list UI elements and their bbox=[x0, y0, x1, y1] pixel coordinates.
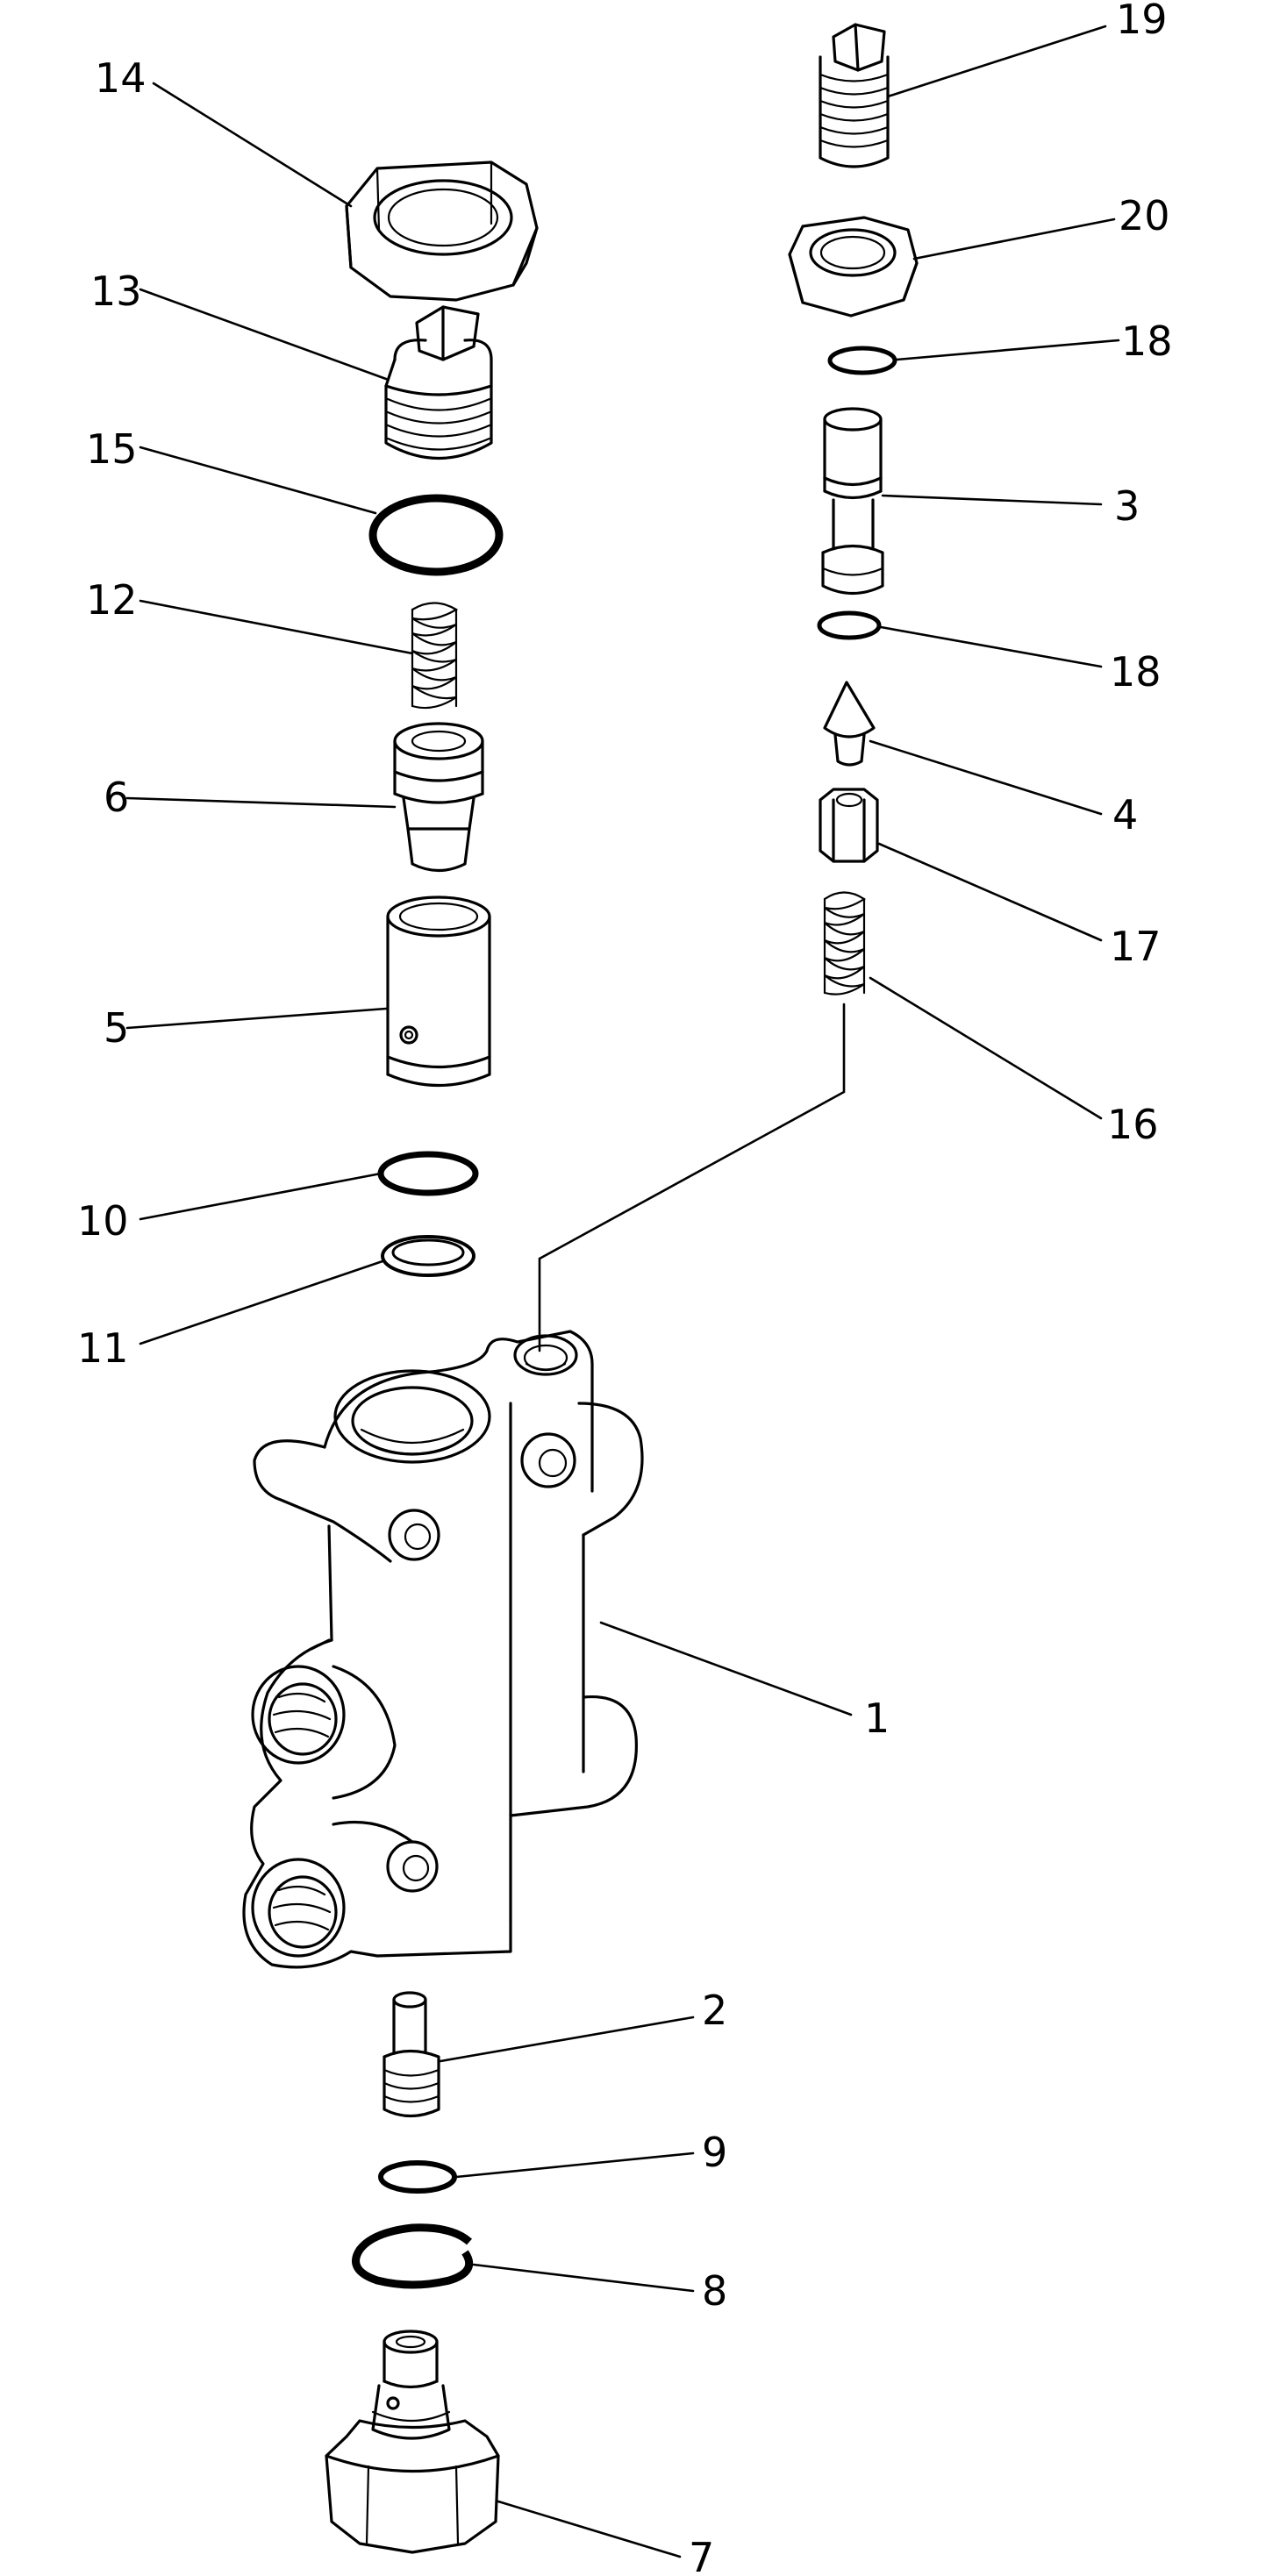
callout-10: 10 bbox=[77, 1197, 129, 1245]
part-13-plug bbox=[384, 305, 493, 460]
part-18-o-ring-lower bbox=[817, 610, 882, 640]
callout-7: 7 bbox=[689, 2534, 714, 2576]
leader-lines bbox=[125, 25, 1120, 2558]
callout-13: 13 bbox=[90, 268, 142, 315]
part-14-lock-nut bbox=[345, 161, 539, 302]
callout-15: 15 bbox=[86, 425, 138, 473]
callout-1: 1 bbox=[864, 1695, 890, 1742]
callout-4: 4 bbox=[1112, 791, 1138, 838]
part-16-spring bbox=[823, 891, 867, 995]
callout-6: 6 bbox=[104, 774, 129, 821]
part-1-valve-body bbox=[242, 1330, 644, 1969]
part-17-seat bbox=[819, 788, 879, 863]
callout-14: 14 bbox=[95, 54, 147, 102]
part-9-o-ring bbox=[378, 2160, 457, 2194]
part-5-sleeve bbox=[386, 896, 491, 1088]
callout-20: 20 bbox=[1119, 192, 1170, 239]
callout-2: 2 bbox=[702, 1987, 727, 2034]
callout-labels: 14 13 15 12 6 5 10 11 19 20 18 3 18 4 17… bbox=[77, 0, 1173, 2576]
callout-11: 11 bbox=[77, 1324, 129, 1372]
callout-18-upper: 18 bbox=[1121, 318, 1173, 365]
callout-8: 8 bbox=[702, 2267, 727, 2315]
part-4-poppet bbox=[823, 681, 876, 767]
part-10-o-ring bbox=[377, 1151, 479, 1196]
callout-5: 5 bbox=[104, 1004, 129, 1052]
callout-18-lower: 18 bbox=[1110, 648, 1162, 696]
part-15-o-ring bbox=[368, 494, 504, 576]
part-2-pin bbox=[383, 1991, 440, 2118]
part-8-snap-ring bbox=[352, 2223, 473, 2289]
callout-9: 9 bbox=[702, 2129, 727, 2176]
part-3-spool bbox=[821, 407, 884, 595]
callout-12: 12 bbox=[86, 576, 138, 624]
part-7-hex-plug bbox=[325, 2330, 500, 2554]
callout-17: 17 bbox=[1110, 923, 1162, 970]
assembly-path-line bbox=[538, 1003, 846, 1352]
part-18-o-ring-upper bbox=[827, 346, 897, 375]
callout-19: 19 bbox=[1116, 0, 1168, 43]
part-11-backup-ring bbox=[381, 1235, 475, 1277]
part-19-adjusting-screw bbox=[819, 23, 890, 168]
part-12-spring bbox=[411, 602, 459, 710]
part-20-hex-nut bbox=[788, 216, 919, 318]
callout-3: 3 bbox=[1114, 482, 1140, 530]
callout-16: 16 bbox=[1107, 1101, 1159, 1148]
part-6-piston bbox=[393, 722, 484, 873]
